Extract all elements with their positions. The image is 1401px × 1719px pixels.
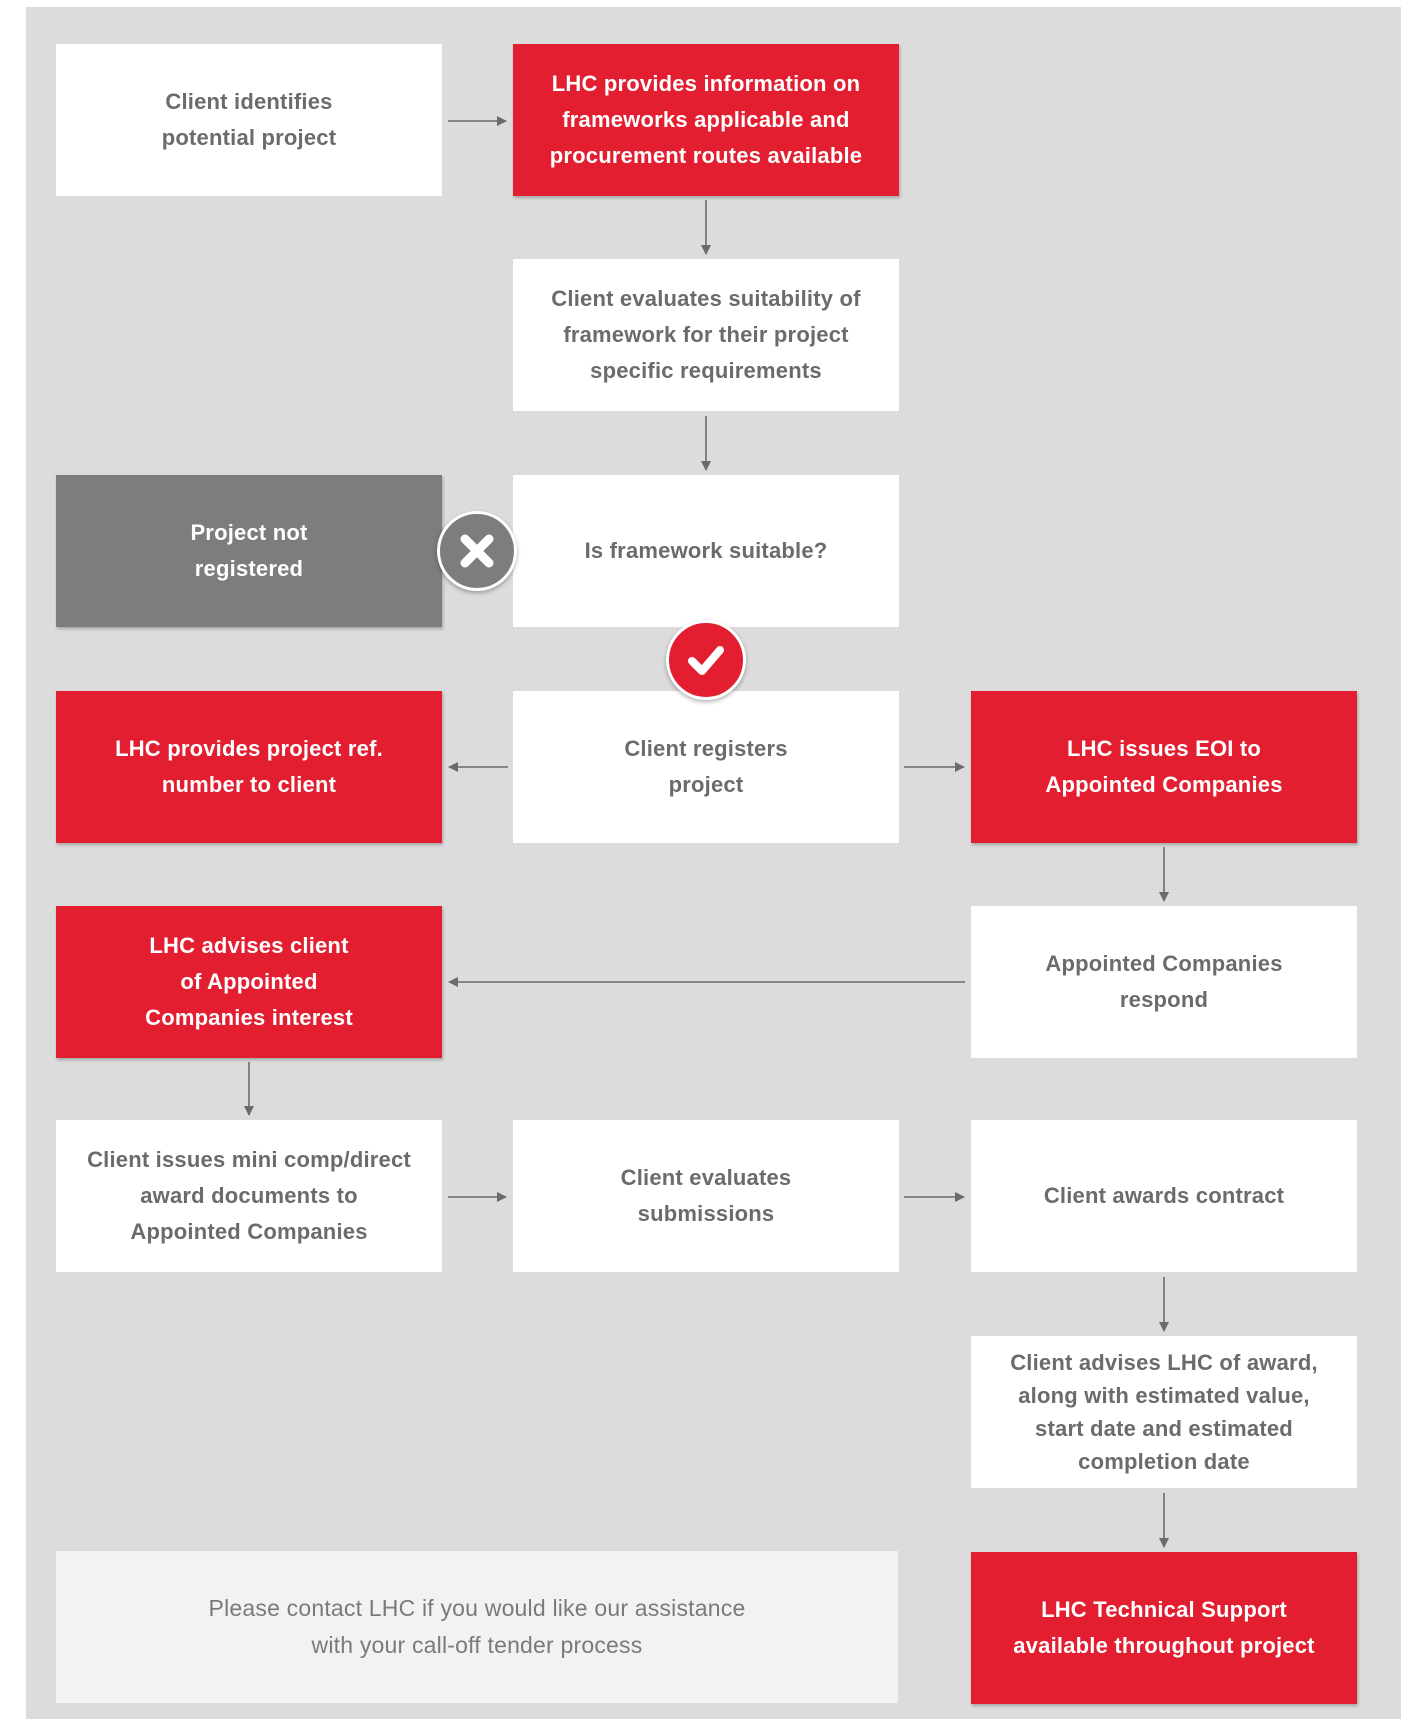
step-lhc-issues-eoi: LHC issues EOI to Appointed Companies <box>971 691 1357 843</box>
step-label: Appointed Companies respond <box>1045 951 1283 1012</box>
check-icon <box>666 620 746 700</box>
step-client-identifies-project: Client identifies potential project <box>56 44 442 196</box>
step-label: Client identifies potential project <box>161 89 337 150</box>
step-label: LHC issues EOI to Appointed Companies <box>1045 736 1283 797</box>
step-label: Client registers project <box>624 736 788 797</box>
step-project-not-registered: Project not registered <box>56 475 442 627</box>
step-client-registers-project: Client registers project <box>513 691 899 843</box>
step-appointed-companies-respond: Appointed Companies respond <box>971 906 1357 1058</box>
step-label: LHC advises client of Appointed Companie… <box>145 933 353 1030</box>
step-lhc-technical-support: LHC Technical Support available througho… <box>971 1552 1357 1704</box>
step-label: Is framework suitable? <box>584 538 828 563</box>
step-lhc-provides-ref-number: LHC provides project ref. number to clie… <box>56 691 442 843</box>
step-label: Client evaluates suitability of framewor… <box>551 286 861 383</box>
step-client-advises-lhc-of-award: Client advises LHC of award, along with … <box>971 1336 1357 1488</box>
step-label: Client awards contract <box>1043 1183 1285 1208</box>
step-label: Client evaluates submissions <box>620 1165 792 1226</box>
step-client-evaluates-submissions: Client evaluates submissions <box>513 1120 899 1272</box>
step-label: LHC provides information on frameworks a… <box>549 71 863 168</box>
step-client-issues-mini-comp: Client issues mini comp/direct award doc… <box>56 1120 442 1272</box>
cross-icon <box>437 511 517 591</box>
step-lhc-provides-information: LHC provides information on frameworks a… <box>513 44 899 196</box>
step-label: LHC Technical Support available througho… <box>1013 1597 1315 1658</box>
step-is-framework-suitable: Is framework suitable? <box>513 475 899 627</box>
contact-note: Please contact LHC if you would like our… <box>56 1551 898 1703</box>
step-lhc-advises-interest: LHC advises client of Appointed Companie… <box>56 906 442 1058</box>
step-label: LHC provides project ref. number to clie… <box>115 736 383 797</box>
step-client-evaluates-suitability: Client evaluates suitability of framewor… <box>513 259 899 411</box>
step-client-awards-contract: Client awards contract <box>971 1120 1357 1272</box>
step-label: Client issues mini comp/direct award doc… <box>87 1147 411 1244</box>
note-text: Please contact LHC if you would like our… <box>208 1595 746 1658</box>
step-label: Project not registered <box>190 520 308 581</box>
step-label: Client advises LHC of award, along with … <box>1010 1350 1318 1474</box>
